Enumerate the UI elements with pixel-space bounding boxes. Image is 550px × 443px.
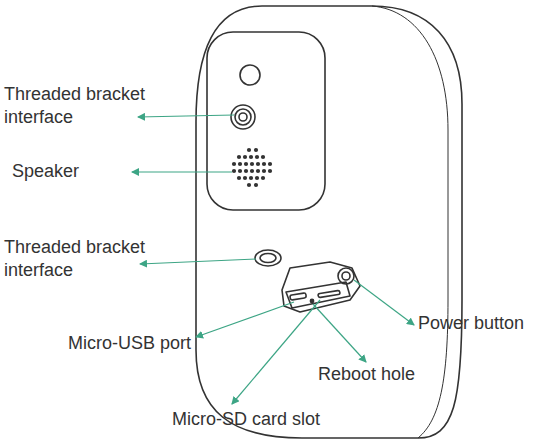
bottom-socket: [255, 250, 281, 266]
speaker-hole: [268, 169, 272, 173]
speaker-hole: [256, 169, 260, 173]
speaker-grille: [232, 148, 272, 187]
speaker-hole: [238, 162, 242, 166]
part-label: Threaded bracket interface: [4, 236, 154, 282]
speaker-hole: [255, 176, 259, 180]
bottom-socket-inner: [260, 254, 276, 263]
indicator-hole: [240, 65, 260, 85]
speaker-hole: [237, 155, 241, 159]
speaker-hole: [232, 162, 236, 166]
speaker-hole: [232, 169, 236, 173]
threaded-socket: [231, 105, 255, 129]
speaker-hole: [249, 155, 253, 159]
speaker-hole: [254, 148, 258, 152]
speaker-hole: [243, 176, 247, 180]
speaker-hole: [262, 169, 266, 173]
speaker-hole: [238, 169, 242, 173]
speaker-hole: [247, 183, 251, 187]
part-label: Reboot hole: [318, 363, 448, 386]
speaker-hole: [256, 162, 260, 166]
leader-line: [138, 115, 234, 117]
port-plate: [286, 282, 350, 308]
power-button-core: [342, 272, 350, 280]
speaker-hole: [255, 155, 259, 159]
threaded-socket-inner: [235, 109, 251, 125]
part-label: Power button: [418, 312, 546, 335]
port-recess: [282, 262, 360, 312]
part-label: Threaded bracket interface: [4, 83, 154, 129]
speaker-hole: [244, 162, 248, 166]
threaded-socket-core: [239, 113, 247, 121]
micro-usb-slot: [290, 293, 307, 300]
speaker-hole: [250, 162, 254, 166]
leader-line: [132, 171, 232, 172]
speaker-hole: [262, 162, 266, 166]
part-label: Micro-SD card slot: [172, 408, 372, 431]
speaker-hole: [261, 176, 265, 180]
part-label: Micro-USB port: [68, 332, 218, 355]
leader-line: [232, 300, 320, 404]
camera-body: [196, 6, 462, 438]
micro-sd-slot: [318, 290, 340, 297]
power-button: [338, 268, 354, 284]
speaker-hole: [268, 162, 272, 166]
speaker-hole: [244, 169, 248, 173]
speaker-hole: [254, 183, 258, 187]
reboot-hole: [310, 299, 313, 302]
speaker-hole: [243, 155, 247, 159]
part-label: Speaker: [12, 160, 132, 183]
speaker-hole: [261, 155, 265, 159]
speaker-hole: [250, 169, 254, 173]
speaker-hole: [237, 176, 241, 180]
speaker-hole: [247, 148, 251, 152]
leader-line: [196, 302, 294, 337]
leader-line: [140, 259, 256, 264]
speaker-hole: [249, 176, 253, 180]
leader-line: [354, 280, 414, 325]
leader-line: [313, 304, 366, 362]
back-panel: [207, 32, 325, 210]
